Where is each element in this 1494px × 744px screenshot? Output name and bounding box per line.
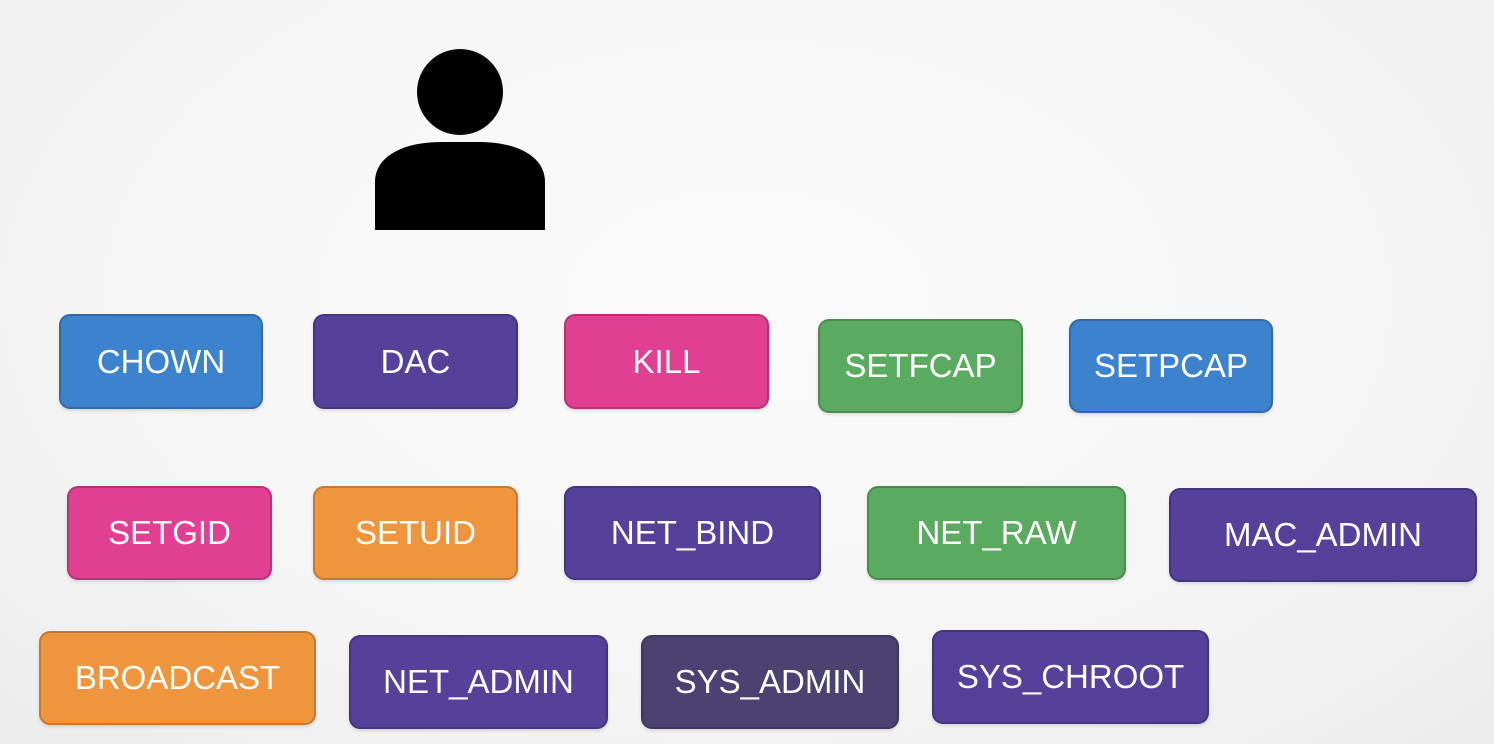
capability-chown: CHOWN: [59, 314, 263, 409]
capability-setuid: SETUID: [313, 486, 518, 580]
capability-net-bind: NET_BIND: [564, 486, 821, 580]
capability-broadcast: BROADCAST: [39, 631, 316, 725]
user-icon: [375, 49, 545, 230]
capability-net-raw: NET_RAW: [867, 486, 1126, 580]
capability-dac: DAC: [313, 314, 518, 409]
capability-kill: KILL: [564, 314, 769, 409]
capability-net-admin: NET_ADMIN: [349, 635, 608, 729]
capability-mac-admin: MAC_ADMIN: [1169, 488, 1477, 582]
capability-setfcap: SETFCAP: [818, 319, 1023, 413]
capability-setgid: SETGID: [67, 486, 272, 580]
capability-sys-chroot: SYS_CHROOT: [932, 630, 1209, 724]
capability-sys-admin: SYS_ADMIN: [641, 635, 899, 729]
capability-setpcap: SETPCAP: [1069, 319, 1273, 413]
